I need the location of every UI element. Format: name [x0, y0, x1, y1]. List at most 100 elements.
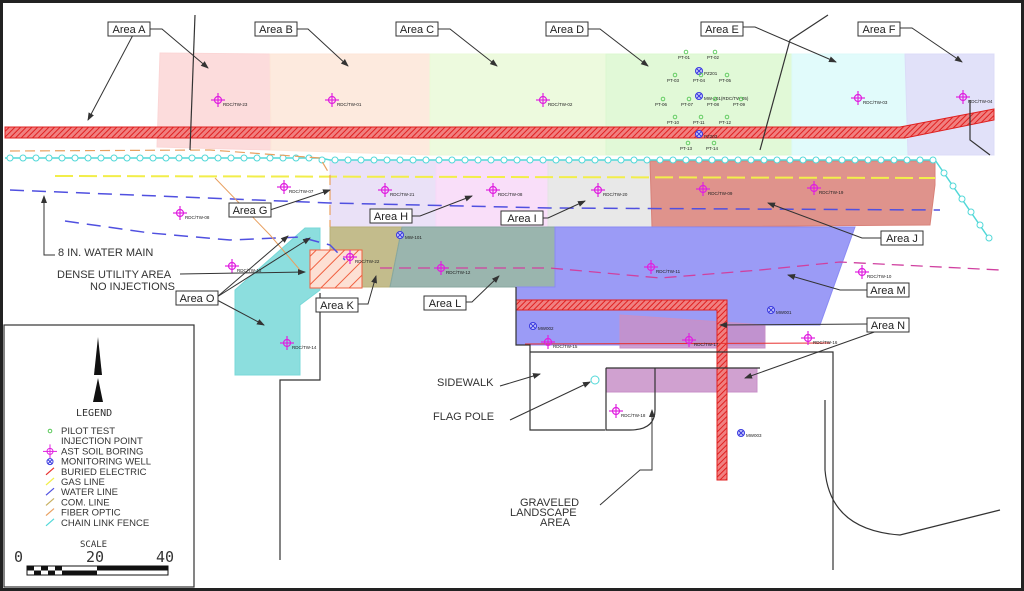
area-c-region[interactable]	[429, 53, 607, 156]
area-callout-h[interactable]: Area H	[369, 195, 473, 224]
scale-tick-40: 40	[156, 548, 174, 566]
fence-post-icon	[851, 156, 859, 164]
area-callout-label: Area E	[705, 24, 739, 36]
area-callouts: Area A Area B Area C Area D Area E Area F Area…	[87, 21, 963, 379]
electric-line-south	[524, 342, 831, 345]
monitoring-well-marker[interactable]: MW001	[767, 306, 793, 316]
soil-boring-marker[interactable]: RDC/TW-08	[486, 183, 523, 197]
pilot-injection-point[interactable]: PT-10	[667, 114, 680, 125]
fence-post-icon	[773, 156, 781, 164]
area-j-region[interactable]	[649, 160, 936, 228]
fence-post-icon	[45, 154, 53, 162]
pilot-injection-point[interactable]: PT-04	[693, 72, 706, 83]
area-f-region[interactable]	[904, 53, 995, 156]
soil-boring-marker[interactable]: RDC/TW-22	[343, 250, 380, 264]
area-n2-region[interactable]	[605, 367, 758, 393]
soil-boring-marker[interactable]: RDC/TW-03	[851, 91, 888, 105]
soil-boring-label: RDC/TW-17	[694, 342, 719, 347]
monitoring-well-label: MW003	[746, 433, 762, 438]
pilot-point-label: PT-12	[719, 120, 732, 125]
monitoring-well-marker[interactable]: MW-201(RDC/TW-05)	[695, 92, 749, 102]
monitoring-well-marker[interactable]: MW002	[529, 322, 555, 332]
soil-boring-marker[interactable]: RDC/TW-23	[211, 93, 248, 107]
fence-post-icon	[578, 156, 586, 164]
pilot-injection-point[interactable]: PT-12	[719, 114, 732, 125]
pilot-point-label: PT-10	[667, 120, 680, 125]
pilot-injection-point[interactable]: PT-03	[667, 72, 680, 83]
pilot-injection-point[interactable]: PT-06	[655, 96, 668, 107]
area-callout-l[interactable]: Area L	[423, 275, 500, 311]
soil-boring-marker[interactable]: RDC/TW-18	[609, 404, 646, 418]
fence-post-icon	[6, 154, 14, 162]
monitoring-well-marker[interactable]: MW003	[737, 429, 763, 439]
soil-boring-marker[interactable]: RDC/TW-09	[696, 182, 733, 196]
area-e-region[interactable]	[791, 53, 909, 156]
area-callout-d[interactable]: Area D	[545, 21, 649, 67]
monitoring-well-marker[interactable]: MW-101	[396, 231, 423, 241]
soil-boring-marker[interactable]: RDC/TW-08	[173, 206, 210, 220]
fence-post-icon	[214, 154, 222, 162]
soil-boring-label: RDC/TW-01	[337, 102, 362, 107]
pilot-injection-point[interactable]: PT-02	[707, 49, 720, 60]
soil-boring-marker[interactable]: RDC/TW-21	[378, 183, 415, 197]
fence-post-icon	[344, 156, 352, 164]
flag-pole-label: FLAG POLE	[433, 411, 494, 423]
fence-post-icon	[32, 154, 40, 162]
soil-boring-marker[interactable]: RDC/TW-02	[536, 93, 573, 107]
monitoring-well-marker[interactable]: PZ203	[695, 130, 718, 140]
soil-boring-label: RDC/TW-02	[548, 102, 573, 107]
area-callout-f[interactable]: Area F	[857, 21, 963, 63]
area-callout-j[interactable]: Area J	[767, 202, 924, 246]
soil-boring-marker[interactable]: RDC/TW-01	[325, 93, 362, 107]
soil-boring-marker[interactable]: RDC/TW-12	[434, 261, 471, 275]
soil-boring-marker[interactable]: RDC/TW-16	[801, 331, 838, 345]
fence-post-icon	[149, 154, 157, 162]
soil-boring-marker[interactable]: RDC/TW-19	[807, 181, 844, 195]
pilot-injection-point[interactable]: PT-01	[678, 49, 691, 60]
soil-boring-marker[interactable]: RDC/TW-13	[225, 259, 262, 273]
fence-post-icon	[175, 154, 183, 162]
area-callout-o[interactable]: Area O	[175, 235, 311, 326]
pilot-injection-point[interactable]: PT-05	[719, 72, 732, 83]
fence-post-icon	[630, 156, 638, 164]
chain-link-fence	[5, 154, 993, 242]
pilot-injection-point[interactable]: PT-13	[680, 140, 693, 151]
area-callout-g[interactable]: Area G	[228, 189, 331, 218]
fence-post-icon	[526, 156, 534, 164]
fence-post-icon	[903, 156, 911, 164]
area-callout-k[interactable]: Area K	[315, 275, 377, 313]
fence-post-icon	[240, 154, 248, 162]
fence-post-icon	[227, 154, 235, 162]
fence-post-icon	[305, 154, 313, 162]
pilot-point-label: PT-04	[693, 78, 706, 83]
soil-boring-marker[interactable]: RDC/TW-04	[956, 90, 993, 104]
pilot-injection-point[interactable]: PT-14	[706, 140, 719, 151]
fence-post-icon	[201, 154, 209, 162]
soil-boring-marker[interactable]: RDC/TW-20	[591, 183, 628, 197]
fence-post-icon	[617, 156, 625, 164]
area-callout-i[interactable]: Area I	[500, 200, 586, 226]
soil-boring-marker[interactable]: RDC/TW-07	[277, 180, 314, 194]
area-callout-label: Area A	[112, 24, 146, 36]
area-callout-n[interactable]: Area N	[719, 317, 910, 379]
pilot-injection-point[interactable]: PT-08	[707, 96, 720, 107]
pilot-injection-point[interactable]: PT-07	[681, 96, 694, 107]
area-callout-m[interactable]: Area M	[787, 274, 910, 298]
pilot-injection-point[interactable]: PT-09	[733, 96, 746, 107]
pilot-injection-point[interactable]: PT-11	[693, 114, 705, 125]
soil-boring-marker[interactable]: RDC/TW-10	[855, 265, 892, 279]
legend-item-label: FIBER OPTIC	[61, 508, 121, 519]
soil-boring-marker[interactable]: RDC/TW-11	[644, 260, 681, 274]
area-callout-b[interactable]: Area B	[254, 21, 349, 67]
electric-dashed-line	[380, 261, 1001, 279]
area-callout-a[interactable]: Area A	[87, 21, 209, 121]
area-callout-c[interactable]: Area C	[395, 21, 498, 67]
soil-boring-marker[interactable]: RDC/TW-17	[682, 333, 719, 347]
soil-boring-label: RDC/TW-15	[553, 344, 578, 349]
soil-boring-marker[interactable]: RDC/TW-14	[280, 336, 317, 350]
fence-post-icon	[461, 156, 469, 164]
area-callout-e[interactable]: Area E	[700, 21, 837, 63]
soil-boring-marker[interactable]: RDC/TW-15	[541, 335, 578, 349]
area-o-region[interactable]	[234, 227, 321, 376]
